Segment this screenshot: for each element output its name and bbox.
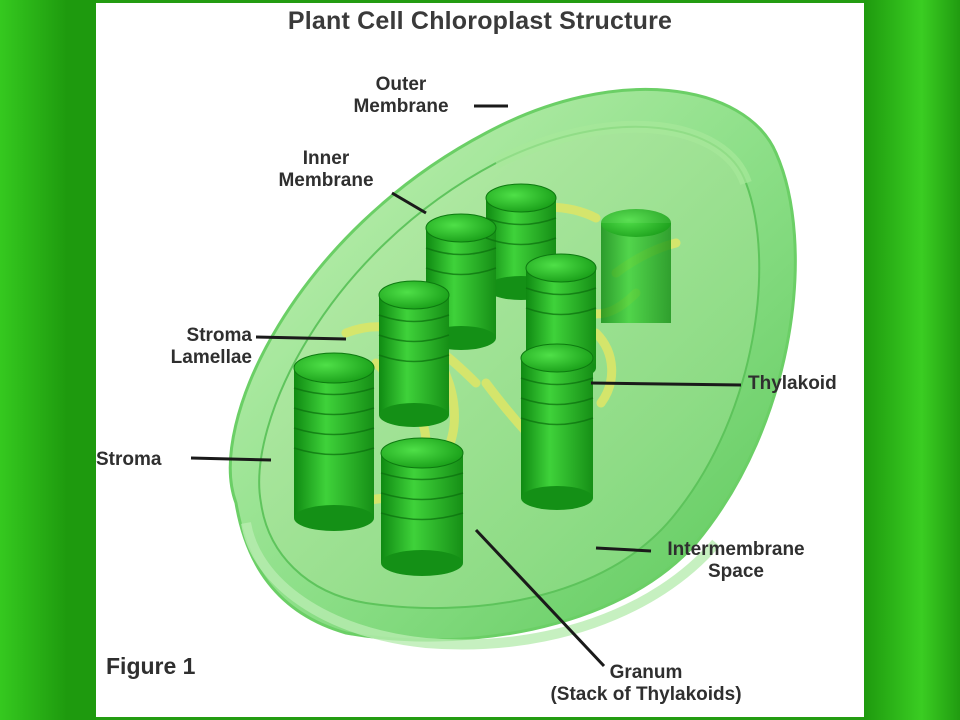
- granum-stacks: [293, 183, 671, 576]
- outer-membrane-label: Outer Membrane: [336, 74, 466, 118]
- stroma-label: Stroma: [96, 449, 162, 470]
- granum-label-line1: Granum: [609, 662, 683, 683]
- inner-membrane-label-line1: Inner: [302, 148, 350, 169]
- diagram-panel: Plant Cell Chloroplast Structure: [96, 3, 864, 717]
- stroma-lamellae-label-line2: Lamellae: [170, 347, 252, 368]
- intermembrane-space-label-line1: Intermembrane: [667, 539, 805, 560]
- slide-stripe-left: [0, 0, 96, 720]
- granum-stack: [601, 209, 671, 323]
- intermembrane-space-label: Intermembrane Space: [656, 539, 816, 583]
- chloroplast-illustration: [190, 87, 797, 668]
- thylakoid-label: Thylakoid: [748, 373, 837, 394]
- figure-label: Figure 1: [106, 653, 196, 679]
- slide-stripe-right: [864, 0, 960, 720]
- granum-stack: [293, 352, 375, 531]
- diagram-title: Plant Cell Chloroplast Structure: [287, 7, 673, 35]
- granum-label-line2: (Stack of Thylakoids): [550, 684, 742, 705]
- granum-stack: [520, 343, 594, 510]
- granum-stack: [378, 280, 450, 427]
- stroma-lamellae-label: Stroma Lamellae: [126, 325, 252, 369]
- granum-stack: [380, 437, 464, 576]
- intermembrane-space-label-line2: Space: [708, 561, 764, 582]
- outer-membrane-label-line1: Outer: [375, 74, 427, 95]
- outer-membrane-label-line2: Membrane: [353, 96, 449, 117]
- inner-membrane-label: Inner Membrane: [261, 148, 391, 192]
- granum-label: Granum (Stack of Thylakoids): [506, 662, 786, 706]
- stroma-lamellae-label-line1: Stroma: [186, 325, 252, 346]
- inner-membrane-label-line2: Membrane: [278, 170, 374, 191]
- leader-lines: [190, 104, 742, 668]
